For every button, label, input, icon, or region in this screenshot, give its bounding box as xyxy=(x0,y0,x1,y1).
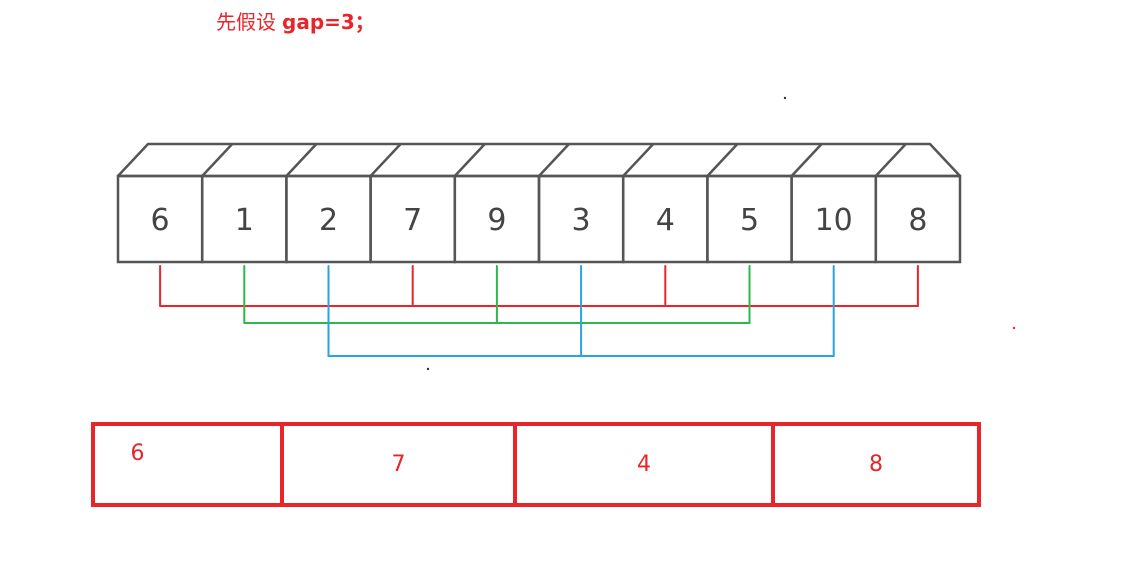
result-cell-box xyxy=(771,422,981,507)
result-cell-value: 6 xyxy=(131,441,145,466)
array-cell-box xyxy=(874,174,962,264)
array-cell-value: 3 xyxy=(572,203,591,238)
speck xyxy=(426,367,430,371)
array-cell-top-edge xyxy=(874,143,907,177)
group-connectors xyxy=(159,265,919,357)
array-cell-value: 7 xyxy=(403,203,422,238)
array-cell-value: 10 xyxy=(815,203,853,238)
title-gap-expression: gap=3； xyxy=(282,10,375,34)
array-cell-value: 5 xyxy=(740,203,759,238)
array-cell-value: 6 xyxy=(151,203,170,238)
result-cell-value: 4 xyxy=(637,452,651,477)
array-cell-top-edge xyxy=(453,143,486,177)
array-cell-value: 1 xyxy=(235,203,254,238)
array-cell-top-edge xyxy=(790,143,823,177)
result-cell-value: 8 xyxy=(869,452,883,477)
array-cell-top-edge xyxy=(285,143,318,177)
array-cell-value: 2 xyxy=(319,203,338,238)
array-cell-top-edge xyxy=(538,143,570,177)
array-cell-value: 4 xyxy=(656,203,675,238)
result-cell-value: 7 xyxy=(392,452,406,477)
array-cell-top-edge xyxy=(622,143,655,177)
array-cell-value: 9 xyxy=(487,203,506,238)
result-cell-box xyxy=(91,422,284,507)
array-cell-top-edge xyxy=(369,143,402,177)
array-top-face xyxy=(116,142,962,178)
array-boxes: 6 1 2 7 9 3 4 5 10 8 xyxy=(116,142,962,264)
title-prefix: 先假设 xyxy=(216,10,276,34)
speck xyxy=(1012,326,1016,330)
array-cell-value: 8 xyxy=(908,203,927,238)
speck xyxy=(783,96,787,100)
array-cell-top-edge xyxy=(706,143,739,177)
array-cell-top-edge xyxy=(201,143,234,177)
result-row: 6 7 4 8 xyxy=(91,422,981,507)
